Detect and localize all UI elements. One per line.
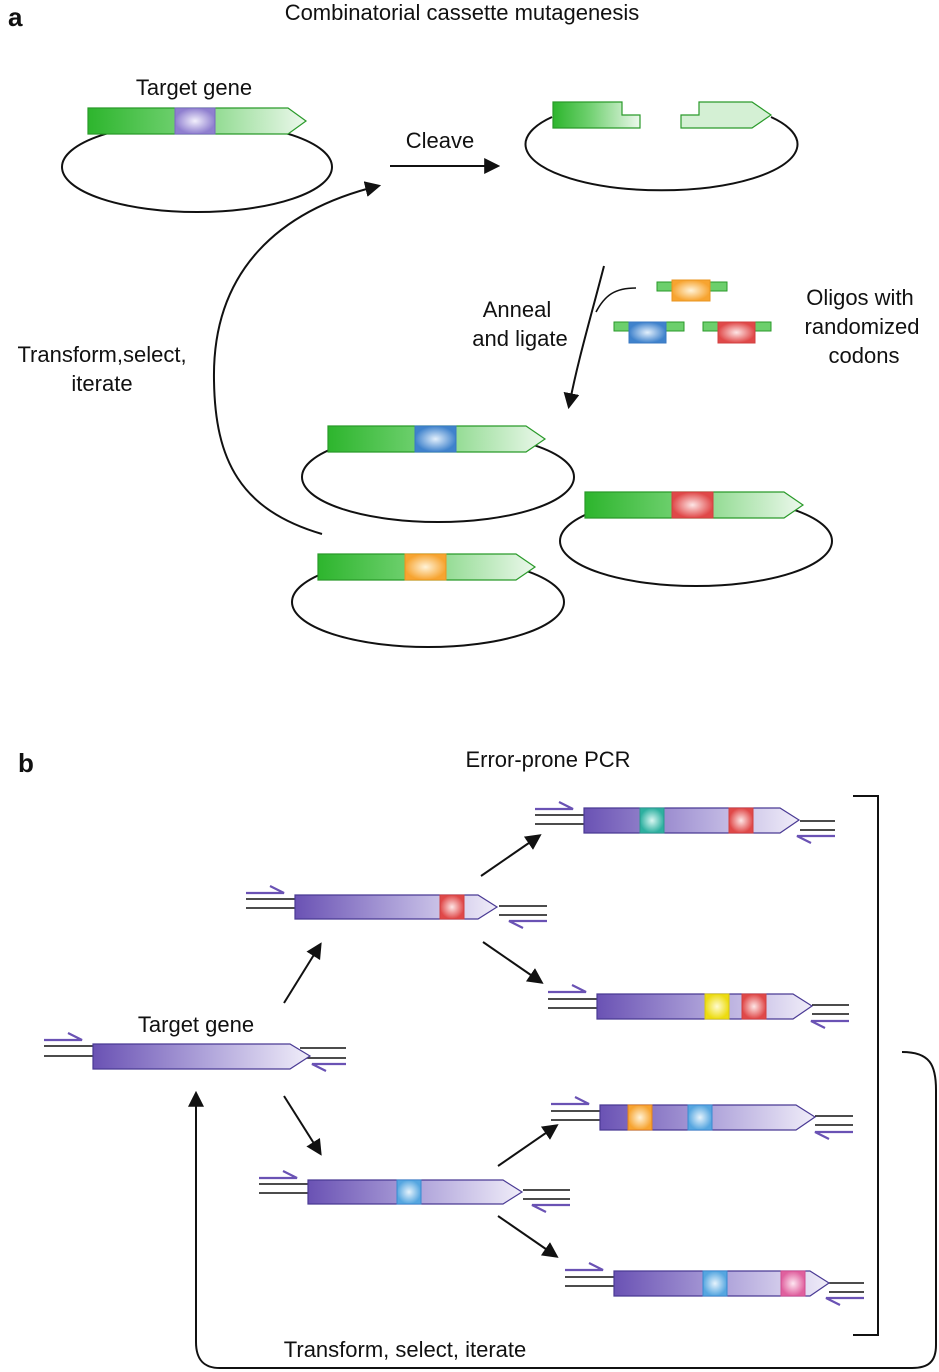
gene-fragment-left: [552, 101, 641, 129]
pcr-arrow-down: [283, 1095, 322, 1156]
cassette-lavender: [174, 107, 216, 135]
oligo-blue: [613, 321, 685, 344]
mutation-blue: [702, 1270, 728, 1297]
panel-a-letter: a: [8, 2, 23, 32]
pcr-arrow-2b: [497, 1215, 559, 1258]
primer-reverse: [814, 1130, 853, 1140]
primer-forward: [259, 1170, 298, 1180]
oligo-orange: [656, 279, 728, 302]
mutation-blue: [396, 1179, 422, 1205]
mutation-yellow: [704, 993, 730, 1020]
pcr-arrow-2a: [497, 1124, 559, 1167]
anneal-arrow: [563, 265, 605, 410]
primer-forward: [44, 1032, 83, 1042]
mutation-red: [741, 993, 767, 1020]
plasmid-mutant-orange: [291, 553, 565, 648]
oligo-red: [702, 321, 772, 344]
primer-forward: [548, 984, 587, 994]
cassette-blue: [414, 425, 457, 453]
oligos-label-line2: randomized: [805, 314, 920, 339]
pcr-arrow-up: [283, 942, 322, 1004]
mutation-teal: [639, 807, 665, 834]
gene-bar: [92, 1043, 312, 1070]
primer-forward: [565, 1262, 604, 1272]
plasmid-target: Target gene: [61, 75, 333, 213]
gene-fragment-right: [680, 101, 773, 129]
pcr-gene-original: Target gene: [44, 1012, 346, 1072]
gene-bar: [583, 807, 801, 834]
cassette-orange: [404, 553, 447, 581]
iterate-label-line1: Transform,select,: [17, 342, 186, 367]
mutation-red: [728, 807, 754, 834]
pcr-arrow-1b: [482, 941, 544, 984]
anneal-label-line1: Anneal: [483, 297, 552, 322]
panel-b-title: Error-prone PCR: [465, 747, 630, 772]
mutation-orange: [627, 1104, 653, 1131]
gene-bar: [294, 894, 499, 920]
pcr-target-gene-label: Target gene: [138, 1012, 254, 1037]
oligos-label-line3: codons: [829, 343, 900, 368]
primer-reverse: [508, 919, 547, 929]
pcr-gene-gen2-blue-pink: [565, 1262, 864, 1306]
primer-reverse: [311, 1062, 346, 1072]
panel-a-title: Combinatorial cassette mutagenesis: [285, 0, 640, 25]
panel-b-letter: b: [18, 748, 34, 778]
pcr-iterate-label: Transform, select, iterate: [284, 1337, 526, 1362]
primer-reverse: [825, 1296, 864, 1306]
panel-a: a Combinatorial cassette mutagenesis Tar…: [8, 0, 920, 648]
pcr-gene-gen2-teal-red: [535, 801, 835, 844]
mutation-blue: [687, 1104, 713, 1131]
pcr-gene-gen2-orange-blue: [551, 1096, 853, 1140]
cassette-red: [671, 491, 714, 519]
anneal-label-line2: and ligate: [472, 326, 567, 351]
plasmid-mutant-blue: [301, 425, 575, 523]
primer-reverse: [796, 834, 835, 844]
mutation-red: [439, 894, 465, 920]
pcr-iterate-arrow: [188, 1051, 937, 1369]
iterate-arrow: [212, 181, 382, 535]
primer-forward: [535, 801, 574, 811]
oligos-label-line1: Oligos with: [806, 285, 914, 310]
primer-forward: [551, 1096, 590, 1106]
iterate-label-line2: iterate: [71, 371, 132, 396]
target-gene-label: Target gene: [136, 75, 252, 100]
plasmid-ring: [61, 121, 333, 213]
plasmid-cleaved: [524, 101, 799, 192]
plasmid-mutant-red: [559, 491, 833, 587]
primer-reverse: [531, 1203, 570, 1213]
selection-bracket: [853, 795, 879, 1336]
pcr-gene-gen2-yellow-red: [548, 984, 849, 1029]
mutation-pink: [780, 1270, 806, 1297]
plasmid-ring: [524, 116, 799, 192]
primer-reverse: [810, 1019, 849, 1029]
primer-forward: [246, 885, 285, 895]
pcr-gene-gen1-blue: [259, 1170, 570, 1213]
panel-b: b Error-prone PCR Target gene: [18, 747, 937, 1369]
oligo-connector: [595, 287, 637, 313]
cleave-label: Cleave: [406, 128, 474, 153]
pcr-gene-gen1-red: [246, 885, 547, 929]
pcr-arrow-1a: [480, 834, 542, 877]
